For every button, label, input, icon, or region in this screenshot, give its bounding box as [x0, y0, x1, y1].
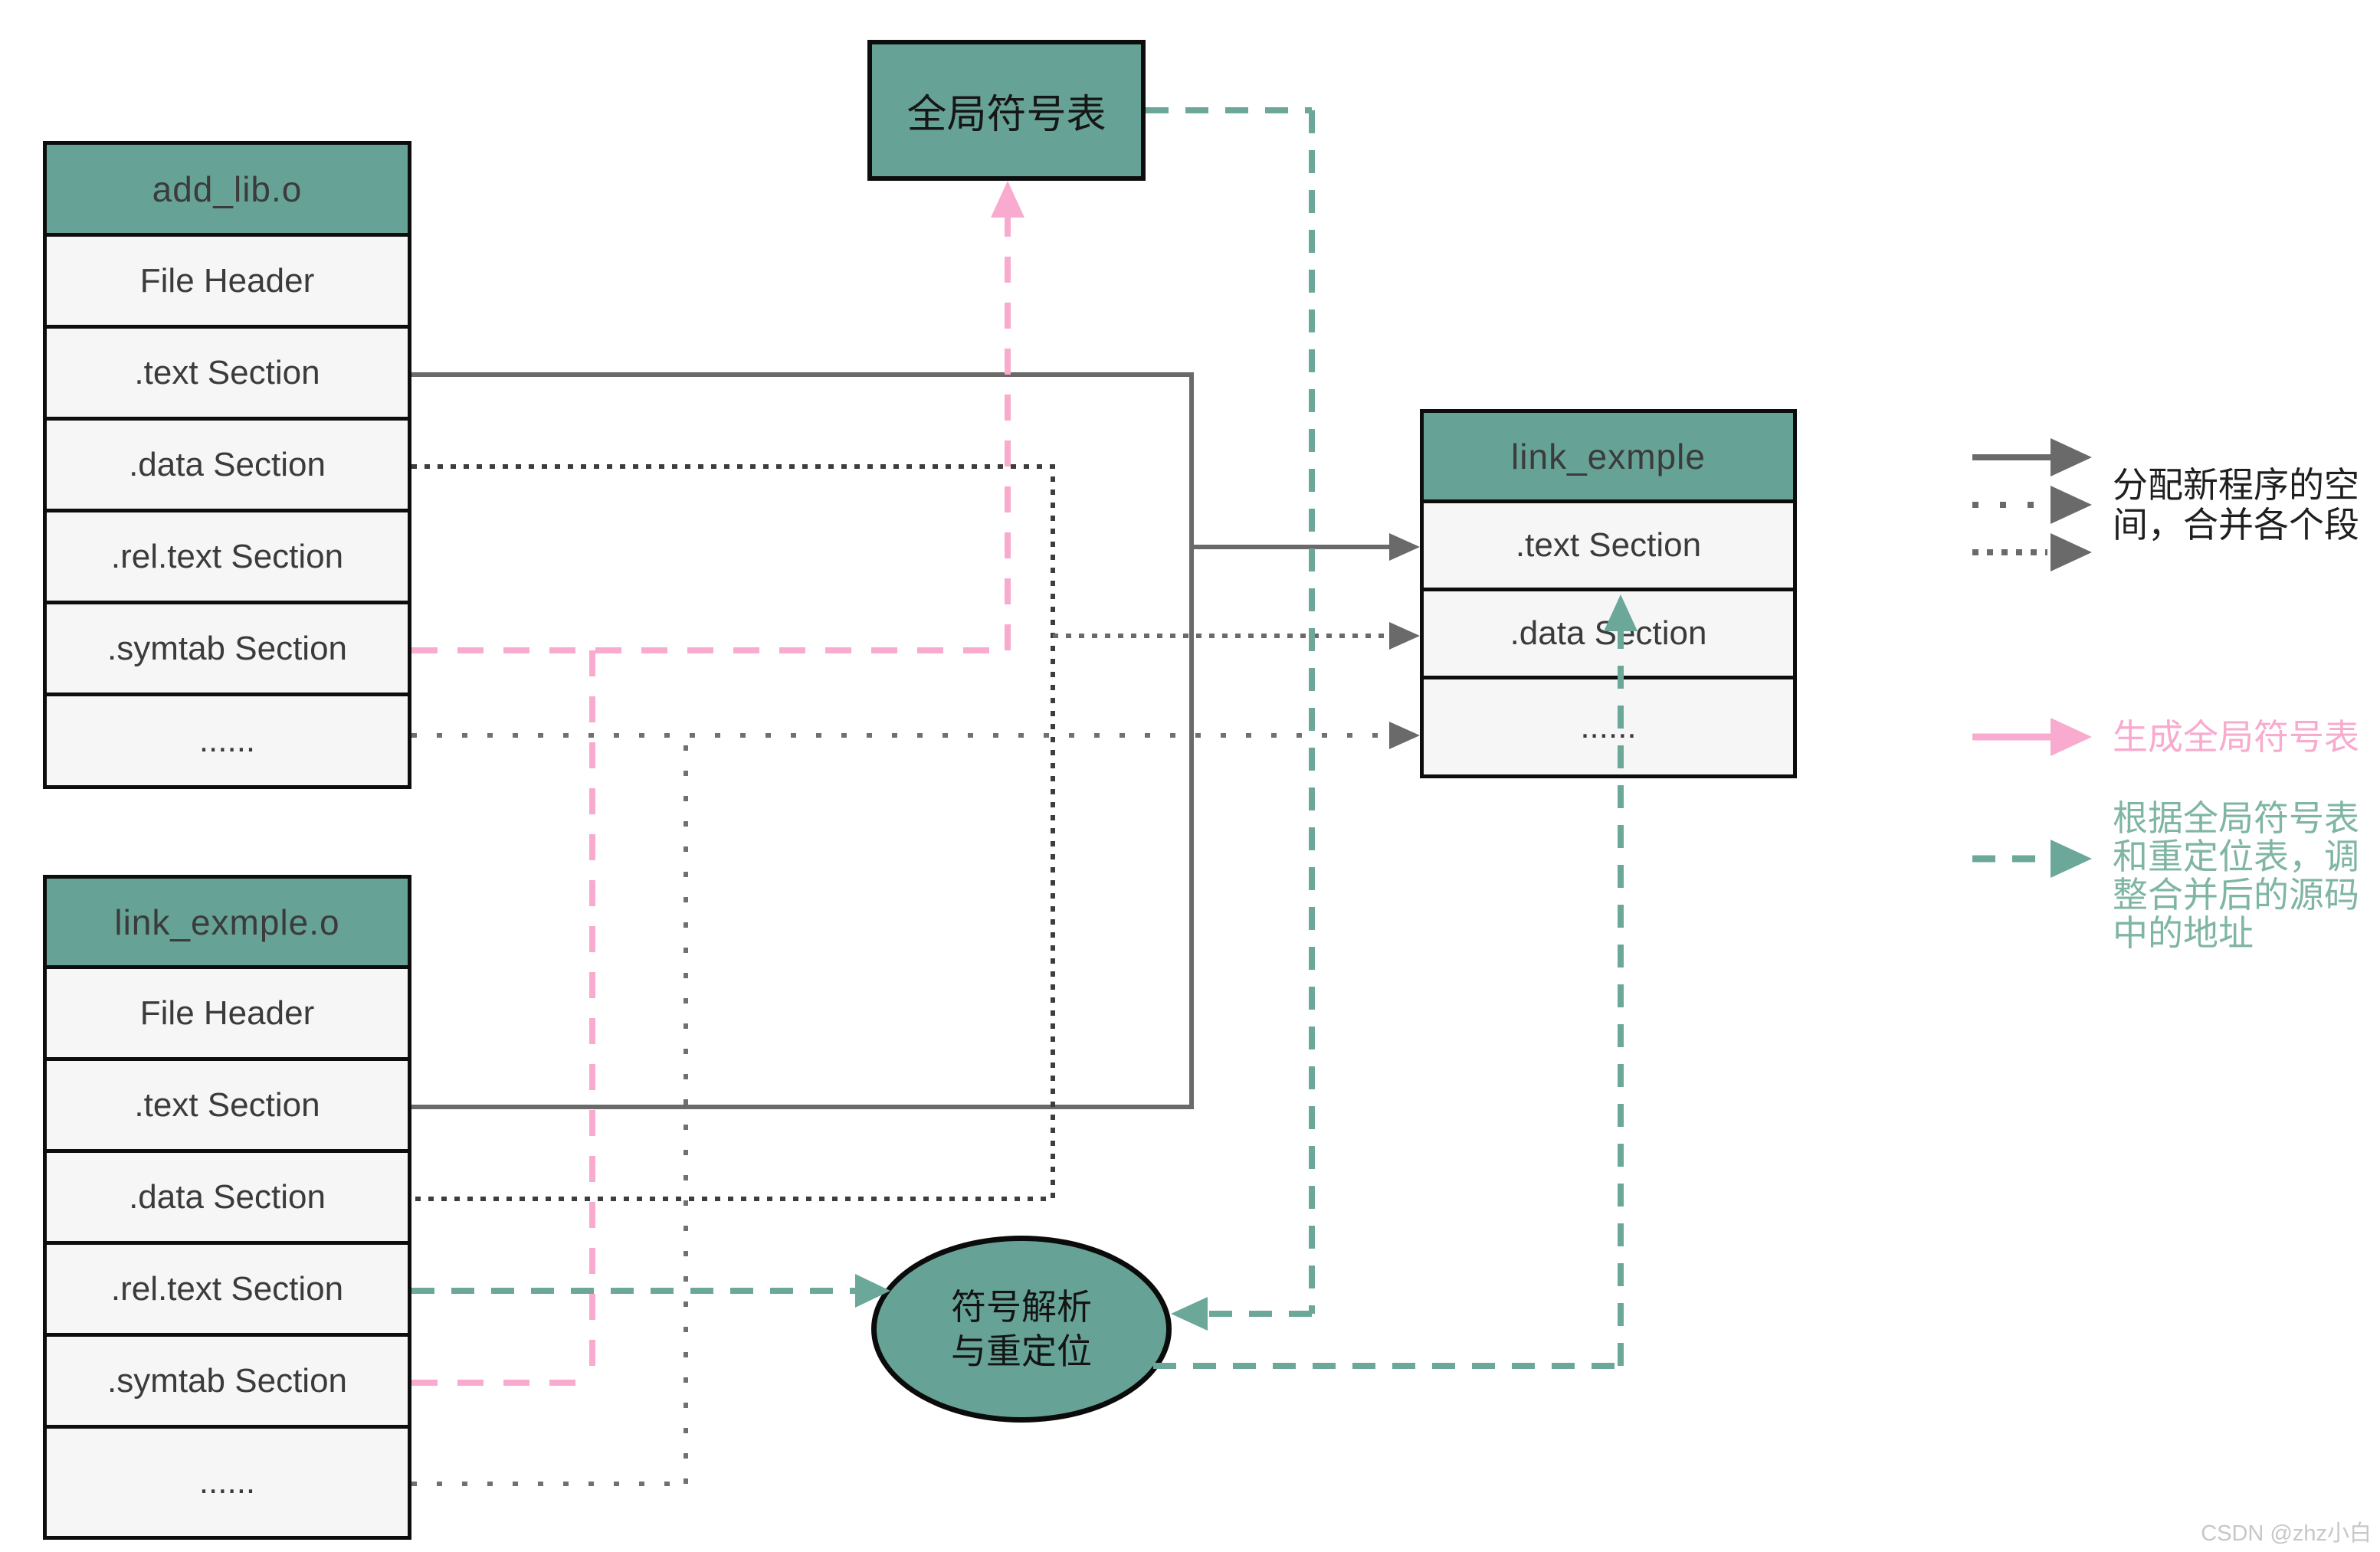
- legend-gen-symtab-label: 生成全局符号表: [2113, 717, 2359, 757]
- legend-arrow-samples: [1972, 438, 2092, 878]
- symbol-resolution-ellipse: 符号解析 与重定位: [871, 1236, 1172, 1423]
- data-merge-line: [411, 464, 1055, 1201]
- add-lib-row-etc: ......: [47, 696, 408, 785]
- legend-teal-arrowhead-icon: [2051, 840, 2092, 878]
- link-exmple-obj-box: link_exmple.o File Header .text Section …: [43, 875, 411, 1540]
- link-exmple-output-row-etc: ......: [1424, 679, 1793, 774]
- gst-into-ellipse-arrowhead-icon: [1171, 1297, 1208, 1331]
- legend-pink-arrowhead-icon: [2051, 718, 2092, 756]
- add-lib-box: add_lib.o File Header .text Section .dat…: [43, 141, 411, 789]
- legend-dense-dotted-arrowhead-icon: [2051, 533, 2092, 571]
- legend-sparse-dotted-arrowhead-icon: [2051, 486, 2092, 524]
- link-exmple-obj-row-symtab-section: .symtab Section: [47, 1337, 408, 1429]
- add-lib-title: add_lib.o: [47, 145, 408, 237]
- link-exmple-obj-row-etc: ......: [47, 1429, 408, 1536]
- add-lib-row-text-section: .text Section: [47, 329, 408, 421]
- legend-merge-label: 分配新程序的空 间，合并各个段: [2113, 465, 2359, 545]
- legend-relocate-label: 根据全局符号表 和重定位表，调 整合并后的源码 中的地址: [2113, 798, 2359, 953]
- link-exmple-obj-row-data-section: .data Section: [47, 1153, 408, 1245]
- link-exmple-output-row-text-section: .text Section: [1424, 503, 1793, 591]
- link-exmple-obj-title: link_exmple.o: [47, 879, 408, 969]
- watermark: CSDN @zhz小白: [2201, 1521, 2372, 1546]
- text-merge-arrowhead-icon: [1389, 533, 1420, 561]
- etc-merge-arrowhead-icon: [1389, 722, 1420, 749]
- legend-solid-gray-arrowhead-icon: [2051, 438, 2092, 476]
- symtab-arrowhead-icon: [991, 181, 1024, 218]
- data-merge-arrowhead-icon: [1389, 622, 1420, 650]
- link-exmple-obj-row-file-header: File Header: [47, 969, 408, 1061]
- link-exmple-output-row-data-section: .data Section: [1424, 591, 1793, 679]
- link-exmple-output-title: link_exmple: [1424, 413, 1793, 503]
- add-lib-row-symtab-section: .symtab Section: [47, 604, 408, 696]
- add-lib-row-reltext-section: .rel.text Section: [47, 512, 408, 604]
- link-exmple-obj-row-reltext-section: .rel.text Section: [47, 1245, 408, 1337]
- text-merge-line: [411, 372, 1194, 1109]
- add-lib-row-file-header: File Header: [47, 237, 408, 329]
- link-exmple-obj-row-text-section: .text Section: [47, 1061, 408, 1153]
- global-symbol-table-box: 全局符号表: [867, 40, 1146, 181]
- add-lib-row-data-section: .data Section: [47, 421, 408, 512]
- link-exmple-output-box: link_exmple .text Section .data Section …: [1420, 409, 1797, 778]
- gen-symtab-connectors: [411, 181, 1024, 1386]
